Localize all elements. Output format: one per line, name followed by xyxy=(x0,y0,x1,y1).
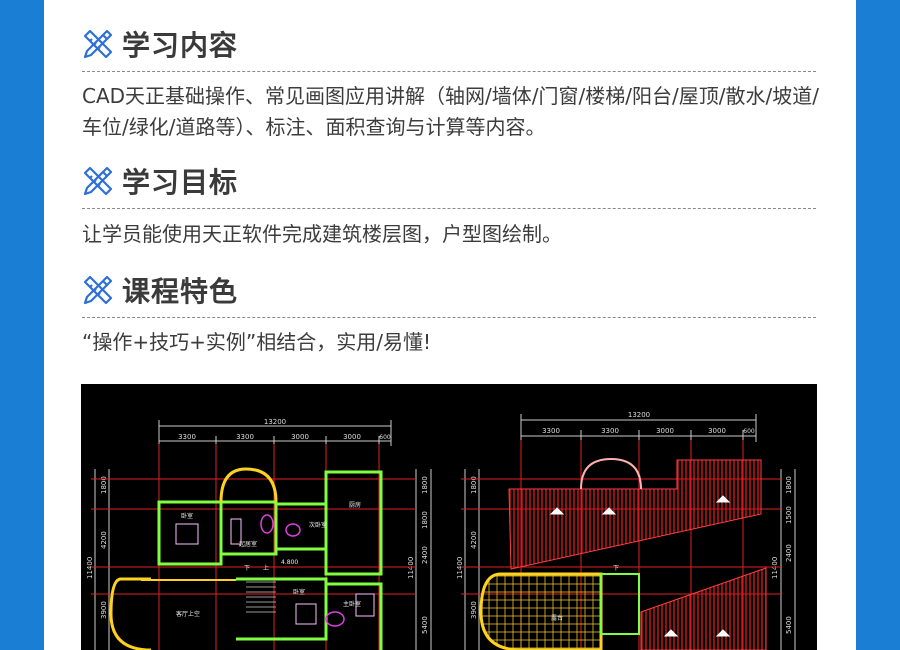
dim-label: 3000 xyxy=(656,427,674,435)
content-card: 学习内容 CAD天正基础操作、常见画图应用讲解（轴网/墙体/门窗/楼梯/阳台/屋… xyxy=(44,0,856,650)
room-label: 客厅上空 xyxy=(176,610,200,618)
pencil-ruler-icon xyxy=(83,29,113,59)
dim-label: 3300 xyxy=(236,433,254,441)
dim-label: 11400 xyxy=(456,557,464,579)
divider xyxy=(82,208,816,209)
cad-floor-plan-image: 13200 3300 3300 3000 3000 600 1800 4200 … xyxy=(81,384,817,650)
pencil-ruler-icon xyxy=(83,166,113,196)
divider xyxy=(82,317,816,318)
stair-label: 上 xyxy=(263,564,269,572)
dim-label: 3000 xyxy=(343,433,361,441)
dim-label: 5400 xyxy=(785,616,793,634)
dim-label: 1800 xyxy=(470,476,478,494)
dim-label: 2400 xyxy=(785,544,793,562)
dim-label: 3300 xyxy=(542,427,560,435)
dim-label: 4200 xyxy=(470,531,478,549)
dim-total: 13200 xyxy=(264,418,286,426)
section-text: “操作+技巧+实例”相结合，实用/易懂! xyxy=(82,330,431,354)
section-text: CAD天正基础操作、常见画图应用讲解（轴网/墙体/门窗/楼梯/阳台/屋顶/散水/… xyxy=(82,84,819,139)
section-text: 让学员能使用天正软件完成建筑楼层图，户型图绘制。 xyxy=(82,222,562,246)
section-heading-content: 学习内容 xyxy=(82,24,238,64)
dim-label: 600 xyxy=(379,434,391,441)
dim-label: 2400 xyxy=(421,546,429,564)
dim-label: 11400 xyxy=(86,557,94,579)
room-label: 起居室 xyxy=(239,540,257,548)
dim-label: 11400 xyxy=(407,557,415,579)
dim-label: 4.800 xyxy=(281,559,298,566)
dim-label: 5400 xyxy=(421,616,429,634)
dim-label: 3300 xyxy=(601,427,619,435)
dim-label: 1800 xyxy=(785,476,793,494)
section-title: 课程特色 xyxy=(122,275,239,308)
room-label: 主卧室 xyxy=(343,600,361,608)
dim-label: 1800 xyxy=(421,511,429,529)
section-heading-features: 课程特色 xyxy=(82,270,238,310)
dim-label: 11400 xyxy=(771,557,779,579)
room-label: 卧室 xyxy=(293,588,305,596)
dim-label: 1800 xyxy=(421,476,429,494)
stair-label: 下 xyxy=(613,565,619,572)
section-title: 学习内容 xyxy=(122,29,239,62)
dim-label: 1800 xyxy=(100,476,108,494)
right-floor-plan: 13200 3300 3300 3000 3000 600 1800 4200 … xyxy=(456,411,796,650)
section-title: 学习目标 xyxy=(122,166,239,199)
divider xyxy=(82,71,816,72)
room-label: 次卧室 xyxy=(309,521,327,529)
room-label: 卧室 xyxy=(181,512,193,520)
dim-label: 1500 xyxy=(785,506,793,524)
dim-total: 13200 xyxy=(628,411,650,419)
dim-label: 600 xyxy=(743,428,755,435)
dim-label: 3000 xyxy=(291,433,309,441)
dim-label: 3000 xyxy=(708,427,726,435)
dim-label: 3900 xyxy=(470,601,478,619)
stair-label: 下 xyxy=(244,565,250,572)
pencil-ruler-icon xyxy=(83,275,113,305)
dim-label: 4200 xyxy=(100,531,108,549)
section-heading-goal: 学习目标 xyxy=(82,161,238,201)
dim-label: 3900 xyxy=(100,601,108,619)
dim-label: 3300 xyxy=(178,433,196,441)
room-label: 露台 xyxy=(551,614,563,622)
room-label: 厨房 xyxy=(349,501,361,509)
left-floor-plan: 13200 3300 3300 3000 3000 600 1800 4200 … xyxy=(86,418,432,650)
